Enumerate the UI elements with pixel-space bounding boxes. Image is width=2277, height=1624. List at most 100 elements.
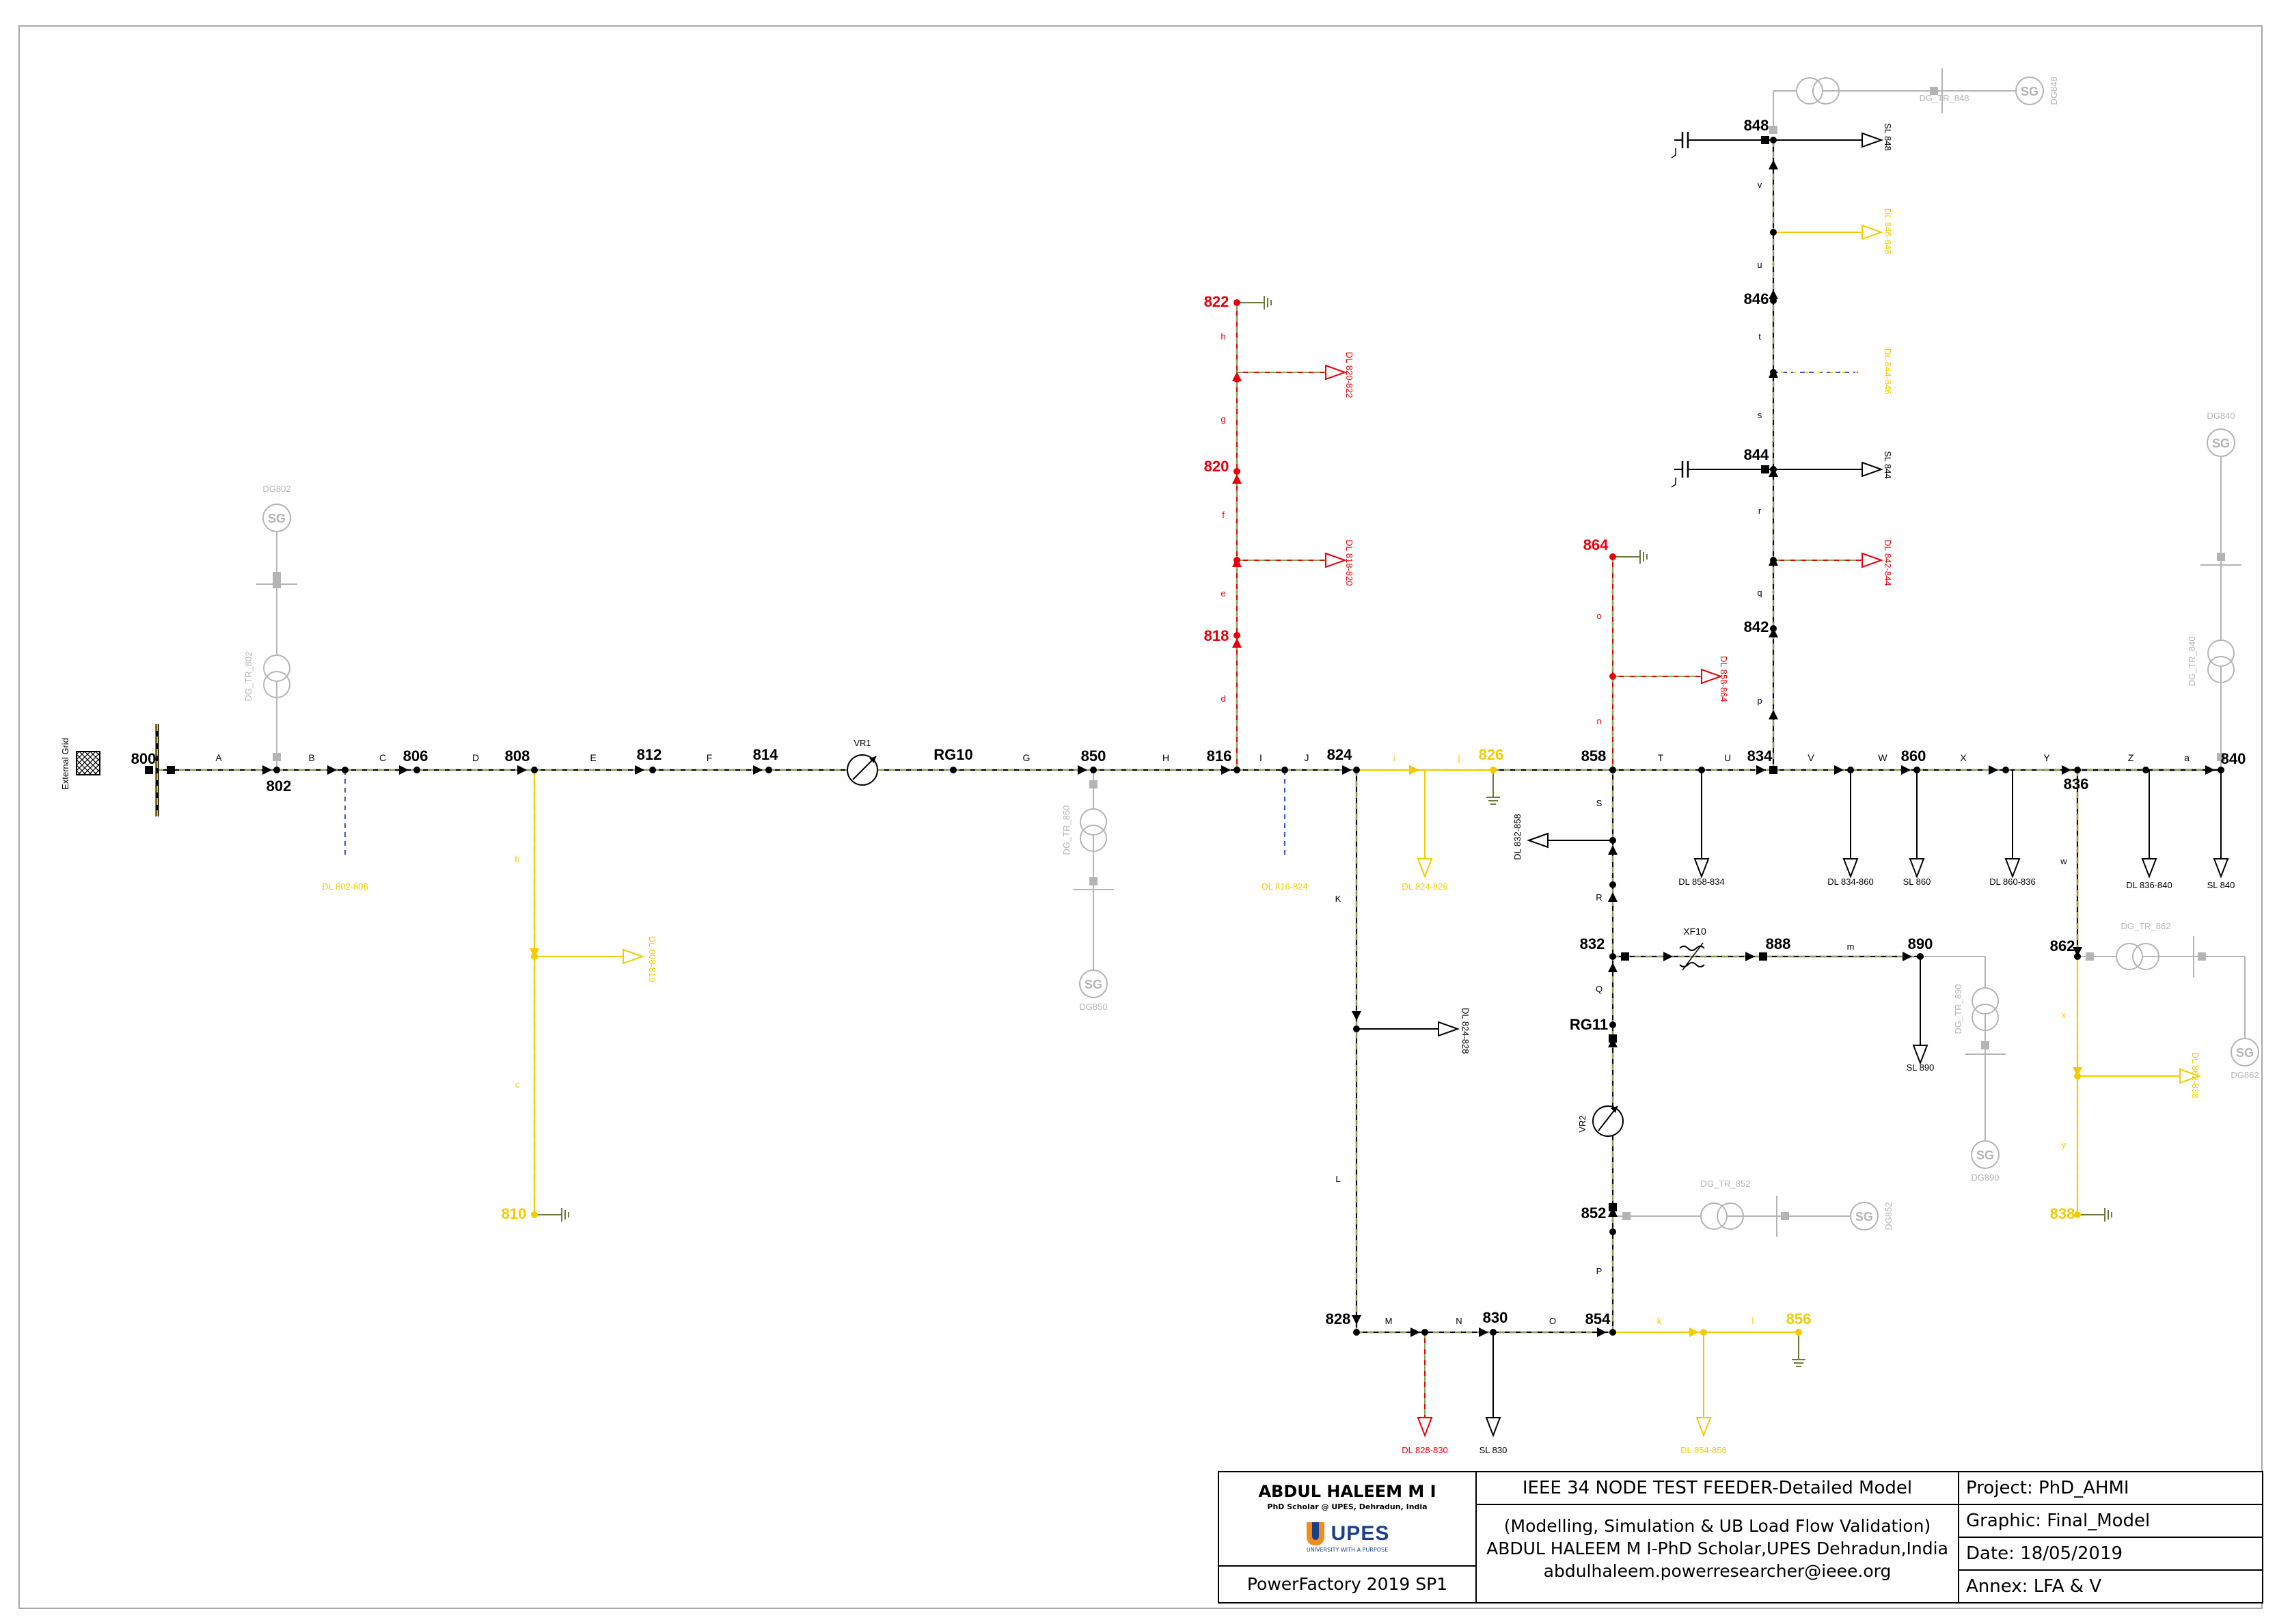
load-dl-802-806[interactable] (338, 859, 352, 877)
load-dl-844-846[interactable] (1862, 366, 1881, 379)
load-sl-890[interactable] (1912, 1045, 1928, 1065)
dg-tr-862-icon[interactable] (2116, 943, 2143, 970)
load-sl-860[interactable] (1909, 858, 1925, 879)
breaker[interactable] (1759, 952, 1767, 961)
dg852-generator-icon[interactable] (1850, 1202, 1879, 1230)
load-dl-824-828[interactable] (1438, 1021, 1460, 1037)
dg-tr-802-icon[interactable] (263, 655, 290, 682)
node[interactable] (1609, 1021, 1616, 1028)
node[interactable] (1770, 137, 1777, 143)
node-864[interactable] (1609, 553, 1616, 560)
node[interactable] (2002, 767, 2009, 773)
load-dl-862-838[interactable] (2179, 1068, 2201, 1084)
node[interactable] (1353, 1026, 1360, 1032)
node[interactable] (1609, 1228, 1616, 1235)
node[interactable] (1770, 557, 1777, 564)
dg848-generator-icon[interactable] (2015, 77, 2044, 105)
xf10-transformer-icon[interactable] (1679, 942, 1705, 971)
node-838[interactable] (2074, 1211, 2081, 1218)
node[interactable] (1700, 1329, 1707, 1336)
capacitor-844-icon[interactable] (1671, 478, 1676, 488)
breaker[interactable] (1609, 1034, 1617, 1043)
vr1-regulator-icon[interactable] (847, 754, 878, 786)
load-dl-860-836[interactable] (2004, 858, 2021, 879)
node[interactable] (1490, 1329, 1497, 1336)
node[interactable] (2074, 767, 2081, 773)
node-856[interactable] (1795, 1329, 1802, 1336)
node[interactable] (1281, 767, 1288, 773)
breaker[interactable] (1609, 1203, 1617, 1211)
load-dl-858-834[interactable] (1693, 858, 1710, 879)
node[interactable] (1770, 369, 1777, 376)
node[interactable] (2218, 767, 2224, 773)
node[interactable] (1090, 767, 1097, 773)
breaker[interactable] (167, 766, 175, 774)
node[interactable] (1609, 881, 1616, 888)
dg862-generator-icon[interactable] (2231, 1038, 2259, 1066)
node[interactable] (413, 767, 420, 773)
dg-tr-848-icon[interactable] (1796, 77, 1823, 105)
node[interactable] (649, 767, 656, 773)
load-dl-836-840[interactable] (2141, 858, 2157, 879)
node[interactable] (1609, 1329, 1616, 1336)
node[interactable] (1233, 767, 1240, 773)
node-890[interactable] (1917, 953, 1924, 960)
load-sl-840[interactable] (2213, 858, 2229, 879)
load-sl-848[interactable] (1862, 132, 1883, 148)
load-dl-854-856[interactable] (1695, 1417, 1712, 1437)
load-sl-844[interactable] (1862, 461, 1883, 478)
dg-tr-840-icon[interactable] (2207, 639, 2235, 667)
node[interactable] (1609, 837, 1616, 844)
vr2-regulator-icon[interactable] (1592, 1105, 1624, 1137)
load-sl-830[interactable] (1485, 1417, 1501, 1437)
load-dl-834-860[interactable] (1842, 858, 1859, 879)
load-dl-820-822[interactable] (1325, 364, 1347, 381)
node[interactable] (1770, 229, 1777, 236)
load-dl-808-810[interactable] (623, 948, 644, 965)
node[interactable] (1770, 625, 1777, 632)
node[interactable] (1353, 767, 1360, 773)
external-grid-icon[interactable] (76, 751, 100, 775)
node[interactable] (1609, 953, 1616, 960)
node[interactable] (1847, 767, 1854, 773)
dg802-generator-icon[interactable] (262, 504, 291, 532)
capacitor-848-icon[interactable] (1671, 148, 1676, 159)
breaker[interactable] (1761, 465, 1769, 473)
node[interactable] (273, 767, 280, 773)
node[interactable] (765, 767, 772, 773)
node[interactable] (950, 767, 957, 773)
node[interactable] (1770, 466, 1777, 473)
dg-tr-850-icon[interactable] (1080, 808, 1107, 836)
load-dl-828-830[interactable] (1417, 1417, 1433, 1437)
node[interactable] (342, 767, 349, 773)
node-red[interactable] (1609, 673, 1616, 680)
node-862[interactable] (2074, 953, 2081, 960)
load-dl-858-864[interactable] (1701, 668, 1723, 685)
breaker[interactable] (1621, 952, 1629, 961)
dg840-generator-icon[interactable] (2207, 428, 2235, 457)
node[interactable] (1698, 767, 1705, 773)
load-dl-824-826[interactable] (1417, 858, 1433, 879)
dg850-generator-icon[interactable] (1079, 969, 1108, 998)
node-red[interactable] (1233, 557, 1240, 564)
load-dl-816-824[interactable] (1278, 859, 1292, 877)
node[interactable] (531, 767, 538, 773)
load-dl-846-848[interactable] (1862, 224, 1883, 240)
node-822[interactable] (1233, 299, 1240, 306)
node[interactable] (531, 953, 538, 960)
load-dl-842-844[interactable] (1862, 552, 1883, 568)
dg-tr-890-icon[interactable] (1972, 987, 1999, 1015)
breaker[interactable] (1769, 766, 1777, 774)
node[interactable] (1421, 1329, 1428, 1336)
node[interactable] (1913, 767, 1920, 773)
node-red[interactable] (1233, 468, 1240, 475)
node-red[interactable] (1233, 376, 1240, 383)
dg890-generator-icon[interactable] (1971, 1140, 2000, 1169)
node-810[interactable] (531, 1211, 538, 1218)
node[interactable] (2142, 767, 2149, 773)
node[interactable] (1609, 767, 1616, 773)
node-red[interactable] (1233, 632, 1240, 639)
node[interactable] (1353, 1329, 1360, 1336)
node[interactable] (2074, 1073, 2081, 1079)
breaker[interactable] (145, 766, 153, 774)
